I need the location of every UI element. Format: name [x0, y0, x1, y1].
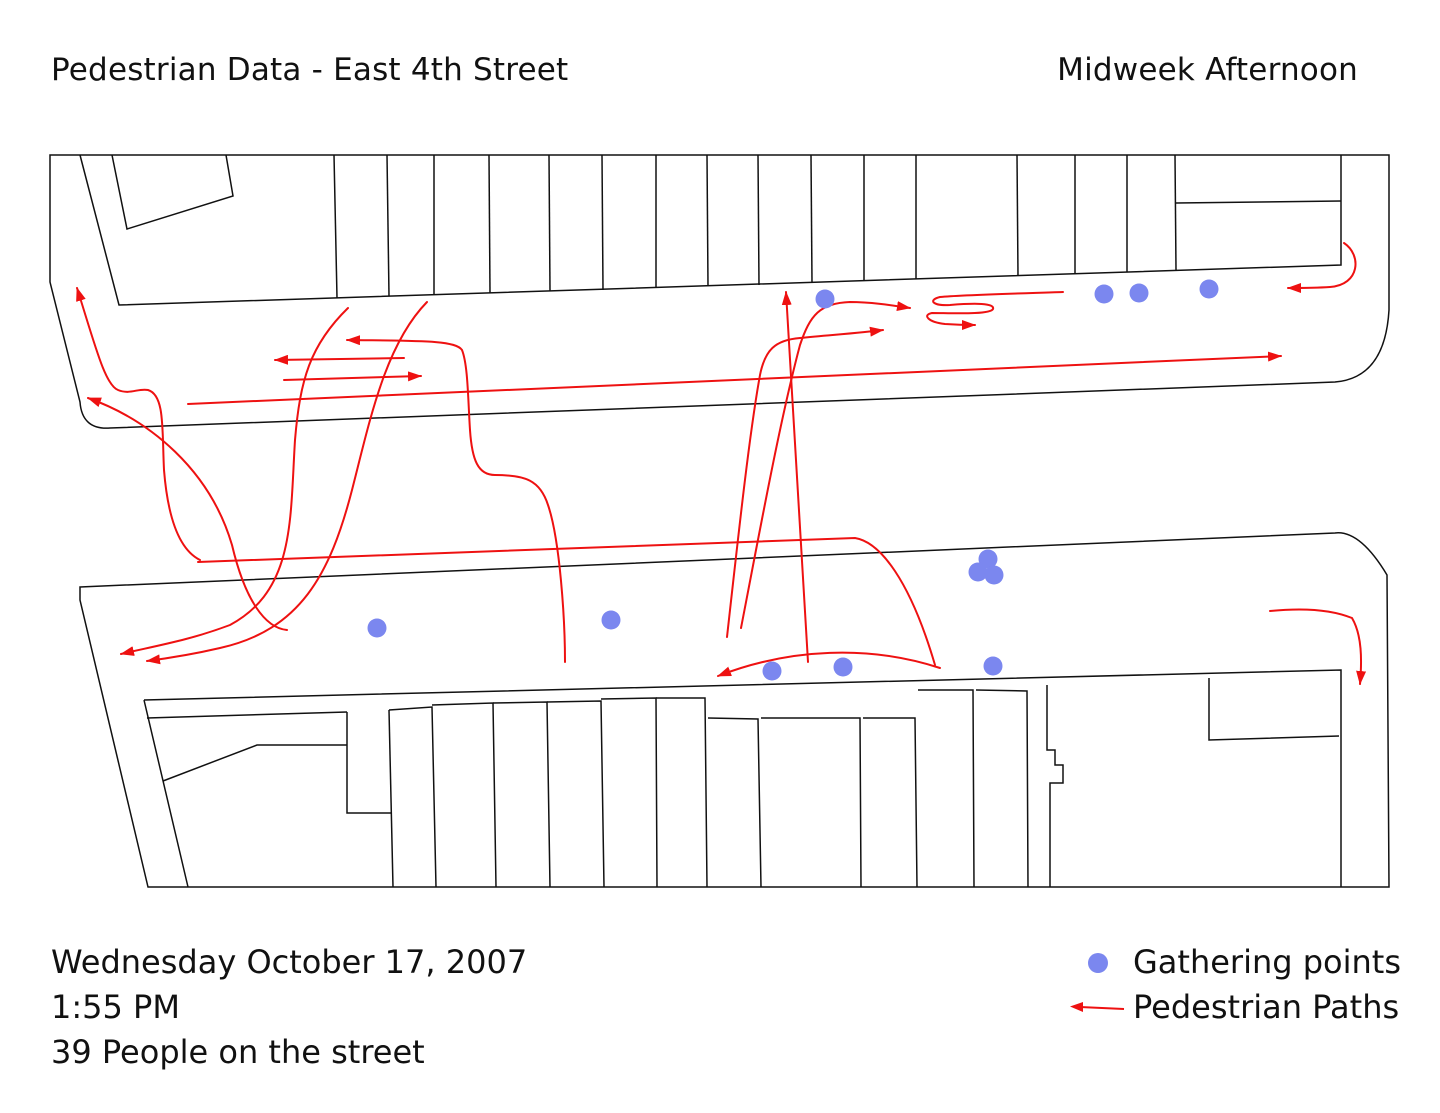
path-long-westbound: [197, 536, 936, 666]
gathering-point: [984, 565, 1004, 585]
gathering-points: [367, 279, 1219, 681]
south-block: [79, 532, 1390, 888]
path-long-eastbound: [187, 351, 1282, 405]
legend-gathering: Gathering points: [1063, 940, 1401, 985]
map-title: Pedestrian Data - East 4th Street: [51, 52, 569, 88]
gathering-point: [983, 656, 1003, 676]
path-short-west-1: [274, 354, 405, 365]
path-crossing-central-2: [726, 326, 884, 638]
path-se-turn: [1269, 608, 1367, 685]
legend-gathering-label: Gathering points: [1133, 943, 1402, 981]
pedestrian-paths: [76, 242, 1367, 685]
gathering-point: [815, 289, 835, 309]
time-text: 1:55 PM: [51, 988, 180, 1026]
gathering-point: [1094, 284, 1114, 304]
path-diagonal-to-nw: [87, 397, 288, 631]
path-crossing-central-3: [740, 300, 911, 629]
red-arrow-icon: [1063, 985, 1133, 1030]
north-block: [49, 154, 1390, 429]
path-crossing-central-1: [781, 291, 809, 663]
path-wander-south: [346, 335, 566, 663]
gathering-point: [978, 549, 998, 569]
gathering-point: [762, 661, 782, 681]
north-lot-dividers: [333, 154, 1342, 299]
gathering-point: [833, 657, 853, 677]
date-text: Wednesday October 17, 2007: [51, 943, 528, 981]
gathering-point: [367, 618, 387, 638]
path-crossing-west-2: [146, 301, 428, 665]
gathering-point: [601, 610, 621, 630]
path-loop-north: [926, 291, 1064, 330]
legend: Gathering points Pedestrian Paths: [1063, 940, 1401, 1030]
south-sidewalk-outline: [79, 532, 1390, 888]
gathering-point: [1199, 279, 1219, 299]
south-small-lot: [162, 744, 347, 782]
south-building-line: [143, 669, 1342, 888]
north-building-line: [79, 154, 1342, 306]
path-ne-turn: [1287, 242, 1357, 293]
legend-paths-label: Pedestrian Paths: [1133, 988, 1400, 1026]
map-subtitle: Midweek Afternoon: [1057, 52, 1358, 88]
north-sidewalk-outline: [49, 154, 1390, 429]
gathering-point: [1129, 283, 1149, 303]
filled-circle-icon: [1063, 940, 1133, 985]
north-small-lot: [111, 154, 234, 230]
path-south-arc-west: [717, 651, 941, 677]
path-crossing-west-1: [120, 307, 349, 656]
south-inner-line: [146, 711, 348, 719]
path-short-east-1: [283, 371, 422, 382]
info-block: Wednesday October 17, 2007 1:55 PM 39 Pe…: [51, 940, 527, 1075]
gathering-point: [968, 562, 988, 582]
south-lots: [346, 678, 1340, 888]
path-nw-corner-up: [76, 287, 201, 561]
legend-paths: Pedestrian Paths: [1063, 985, 1401, 1030]
people-count-text: 39 People on the street: [51, 1033, 425, 1071]
